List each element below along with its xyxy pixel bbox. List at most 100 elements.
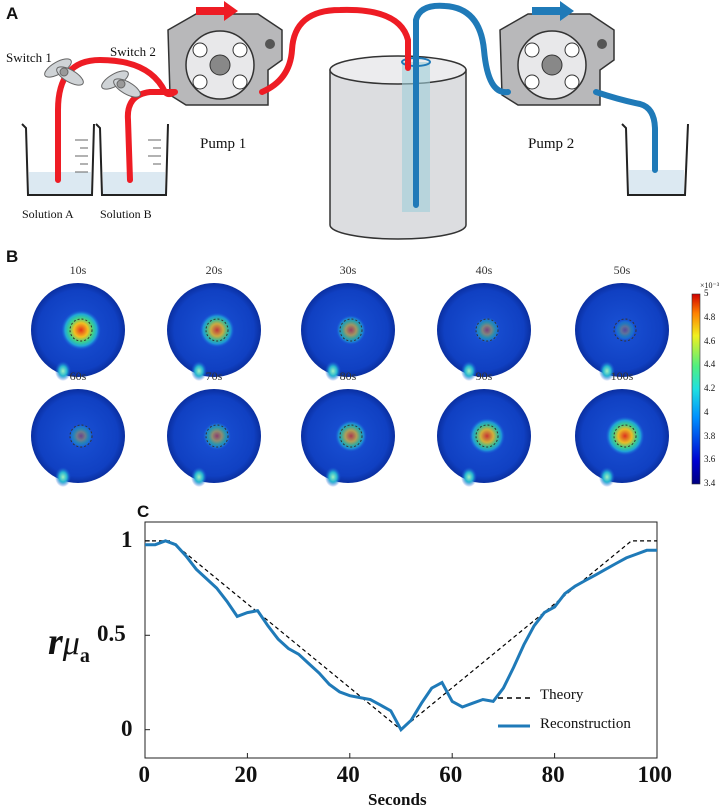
series-reconstruction-line [145,539,657,733]
y-axis-label: rμa [48,620,90,667]
map-artifact [461,467,477,487]
line-chart [144,521,658,759]
colorbar-tick: 3.6 [704,454,716,465]
map-hotspot [605,416,645,456]
target-outline [613,424,637,448]
beaker-solution-b [95,123,169,196]
flow-arrow-blue [532,1,574,21]
colorbar-tick: 4.6 [704,335,716,346]
panel-label-b: B [6,247,19,266]
map-hotspot [61,310,101,350]
colorbar-tick: 3.8 [704,430,716,441]
switch-2-icon [101,70,141,98]
reconstruction-map [31,389,125,487]
map-hotspot [614,319,636,341]
target-outline [69,318,93,342]
time-label: 40s [475,263,493,277]
solution-b-label: Solution B [100,207,152,221]
map-artifact [191,467,207,487]
reconstruction-map [167,389,261,487]
target-outline [339,318,363,342]
y-axis-label-base: r [48,621,63,663]
outflow-tube [413,2,658,208]
panel-label-a: A [6,4,19,23]
time-label: 20s [205,263,223,277]
switch-1-icon [44,58,84,86]
map-artifact [55,361,71,381]
target-outline [205,424,229,448]
time-label: 10s [69,263,87,277]
map-artifact [55,467,71,487]
colorbar-tick: 4.2 [704,383,716,393]
reconstruction-map [437,283,531,381]
time-label: 100s [610,369,634,383]
x-tick-label: 100 [637,762,673,787]
solution-a-label: Solution A [22,207,74,221]
pump-1-label: Pump 1 [200,136,247,152]
reconstruction-map [301,389,395,487]
time-label: 70s [205,369,223,383]
phantom-cylinder [329,55,467,240]
pump-2-label: Pump 2 [528,136,575,152]
reconstruction-map [167,283,261,381]
beaker-waste [621,123,689,196]
y-tick-label: 0.5 [97,621,126,647]
map-artifact [325,361,341,381]
map-hotspot [199,312,235,348]
legend [498,697,530,728]
map-hotspot [469,418,505,454]
map-artifact [325,467,341,487]
x-tick-label: 80 [541,762,565,787]
colorbar-exponent: ×10⁻³ [700,281,720,290]
pump-1 [167,13,283,106]
map-hotspot [474,317,500,343]
target-outline [205,318,229,342]
map-hotspot [69,424,93,448]
switch-1-label: Switch 1 [6,50,52,65]
target-outline [475,318,499,342]
colorbar-tick: 3.4 [704,478,716,488]
reconstruction-map [301,283,395,381]
time-label: 50s [613,263,631,277]
plot-area [144,521,658,759]
panel-label-c: C [137,502,150,521]
colorbar-tick: 4.4 [704,359,716,370]
x-tick-label: 20 [234,762,258,787]
reconstruction-map [575,283,669,381]
legend-theory-label: Theory [540,687,584,703]
x-tick-label: 40 [336,762,360,787]
switch-2-label: Switch 2 [110,44,156,59]
time-label: 60s [69,369,87,383]
x-tick-label: 0 [138,762,151,787]
map-artifact [599,467,615,487]
target-outline [339,424,363,448]
x-tick-label: 60 [439,762,463,787]
time-label: 90s [475,369,493,383]
colorbar-tick: 4.8 [704,311,716,322]
map-artifact [599,361,615,381]
time-label: 80s [339,369,357,383]
y-axis-label-greek: μ [62,625,80,662]
map-artifact [191,361,207,381]
y-axis-label-sub: a [79,645,90,667]
map-hotspot [203,422,231,450]
reconstruction-maps [31,283,701,487]
flow-arrow-red [196,1,238,21]
target-outline [69,424,93,448]
target-outline [475,424,499,448]
colorbar-tick: 5 [704,288,709,298]
y-tick-label: 0 [121,715,133,741]
legend-reconstruction-label: Reconstruction [540,716,631,732]
setup-diagram [21,1,689,240]
colorbar [691,293,701,485]
y-tick-label: 1 [121,526,133,552]
reconstruction-map [437,389,531,487]
time-label: 30s [339,263,357,277]
beaker-solution-a [21,123,95,196]
x-axis-label: Seconds [368,790,427,809]
reconstruction-map [575,389,669,487]
pump-2 [499,13,615,106]
target-outline [613,318,637,342]
reconstruction-map [31,283,125,381]
colorbar-tick: 4 [704,406,709,417]
